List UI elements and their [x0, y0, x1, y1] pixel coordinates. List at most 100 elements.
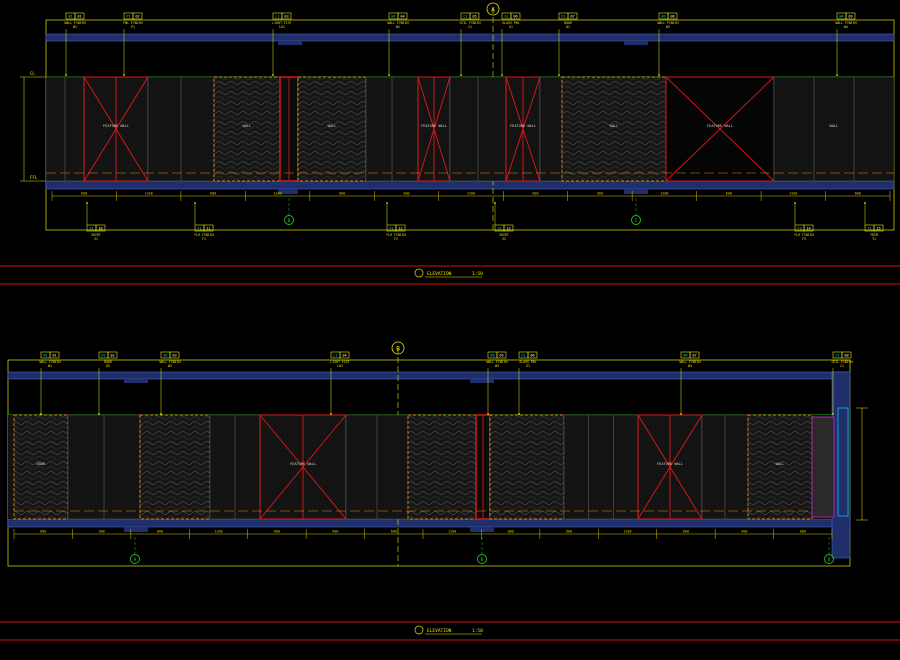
elevation-b-top-tag-8-note: CEIL FINISH: [831, 360, 852, 364]
elevation-a-top-tag-4-ref: 04: [400, 14, 404, 18]
elevation-a-panel-11: [539, 76, 563, 182]
elevation-a-top-tag-8-sub: W3: [666, 25, 670, 29]
elevation-a-top-tag-6-leader-dot: [501, 74, 503, 76]
elevation-a-top-tag-3-ref: 03: [284, 14, 288, 18]
elevation-b-panel-9: [489, 414, 565, 520]
elevation-a-grid-bubble-2: [631, 215, 641, 225]
elevation-b-top-tag-2-note: DOOR: [104, 360, 112, 364]
elevation-b-top-tag-2-code: D2: [101, 353, 105, 357]
elevation-a-top-tag-3-note: LIGHT FIXT: [272, 21, 291, 25]
elevation-a-top-tag-8-ref: 08: [670, 14, 674, 18]
elevation-b-floor-notch-1: [124, 527, 148, 532]
elevation-b-top-tag-6-box-right: [527, 351, 538, 359]
elevation-b-top-tag-2-sub: D2: [106, 364, 110, 368]
elevation-b-dim-value-12: 600: [683, 530, 689, 534]
elevation-a-section-marker-label: A: [491, 7, 495, 14]
elevation-b-top-tag-1-ref: 01: [52, 353, 56, 357]
elevation-b-top-tag-1-code: W1: [43, 353, 47, 357]
elevation-b-dim-value-7: 600: [391, 530, 397, 534]
elevation-b-grid-bubble-3: [824, 554, 834, 564]
elevation-b-top-tag-8-box-right: [841, 351, 852, 359]
elevation-a-top-tag-5-code: C1: [463, 14, 467, 18]
elevation-a-top-tag-5-leader-dot: [460, 74, 462, 76]
elevation-b-top-tag-5-note: WALL FINISH: [486, 360, 507, 364]
elevation-b-top-tag-2-leader-dot: [98, 413, 100, 415]
elevation-b-top-tag-3-leader-dot: [160, 413, 162, 415]
elevation-b-panel-11-label: FEATURE WALL: [657, 462, 683, 466]
elevation-a-top-tag-7-leader-dot: [558, 74, 560, 76]
elevation-a-bottom-tag-5-sub: F3: [802, 237, 806, 241]
elevation-a-dim-value-2: 1200: [145, 192, 153, 196]
elevation-a-panel-14-label: WALL: [830, 124, 839, 128]
elevation-b-top-tag-3-sub: W2: [168, 364, 172, 368]
elevation-a-grid-label-2: C: [635, 218, 638, 224]
elevation-a-top-tag-7-box-right: [567, 12, 578, 20]
elevation-b-top-tag-7-box-right: [689, 351, 700, 359]
elevation-a-top-tag-2-sub: P1: [131, 25, 135, 29]
elevation-b-dim-value-1: 600: [40, 530, 46, 534]
elevation-a-top-tag-2-note: PNL FINISH: [123, 21, 142, 25]
elevation-b-floor-notch-2: [470, 527, 494, 532]
elevation-a-ceiling-slab: [45, 33, 895, 42]
elevation-b-glass-detail: [837, 407, 849, 517]
elevation-b-top-tag-4-code: L1: [333, 353, 337, 357]
elevation-b-top-tag-6-code: G1: [521, 353, 525, 357]
elevation-a-top-tag-8-note: WALL FINISH: [657, 21, 678, 25]
elevation-a-bottom-tag-3-code: F2: [389, 226, 393, 230]
elevation-a-top-tag-5-note: CEIL FINISH: [459, 21, 480, 25]
elevation-b-title-bubble: [414, 625, 424, 635]
elevation-a-top-tag-4-leader-dot: [388, 74, 390, 76]
elevation-a-top-tag-2-leader-dot: [123, 74, 125, 76]
elevation-a-grid-label-1: B: [288, 218, 291, 224]
elevation-a-bottom-tag-2-leader-dot: [194, 202, 196, 204]
elevation-a-title-block: ELEVATION 1:50: [414, 268, 483, 278]
elevation-a-top-tag-8-leader-dot: [658, 74, 660, 76]
elevation-b-top-tag-1-box-right: [49, 351, 60, 359]
elevation-b-dim-value-9: 600: [508, 530, 514, 534]
elevation-a-bottom-tag-6-sub: T1: [872, 237, 876, 241]
elevation-a-scale: 1:50: [472, 271, 483, 277]
elevation-b-section-marker-label: B: [396, 346, 400, 353]
elevation-a-bottom-tag-2-ref: 11: [206, 226, 210, 230]
elevation-b-scale: 1:50: [472, 628, 483, 634]
elevation-a-bottom-tag-4-code: S2: [497, 226, 501, 230]
elevation-b-panel-13-label: WALL: [776, 462, 785, 466]
elevation-a-top-tag-1-box-right: [74, 12, 85, 20]
elevation-b-panel-1-label: DOOR: [37, 462, 46, 466]
elevation-a-bottom-tag-1-ref: 10: [98, 226, 102, 230]
elevation-a-bottom-tag-3-leader-dot: [386, 202, 388, 204]
elevation-b-title-block: ELEVATION 1:50: [414, 625, 483, 635]
elevation-b-grid-bubble-1: [130, 554, 140, 564]
elevation-a-top-tag-8-code: W3: [661, 14, 665, 18]
elevation-b-panel-7: [407, 414, 477, 520]
elevation-b-top-tag-8-leader-dot: [832, 413, 834, 415]
elevation-a-top-tag-5-sub: C1: [468, 25, 472, 29]
elevation-a-top-tag-3-box-right: [281, 12, 292, 20]
elevation-a-level-label-cl: CL: [30, 71, 35, 76]
elevation-a-panel-8-label: FEATURE WALL: [421, 124, 447, 128]
elevation-b-top-tag-8-sub: C1: [840, 364, 844, 368]
elevation-a-panel-4-label: WALL: [243, 124, 252, 128]
elevation-b-section-marker: [391, 341, 405, 355]
elevation-b-panel-3: [139, 414, 211, 520]
elevation-a-dim-value-7: 1200: [467, 192, 475, 196]
elevation-b-grid-bubble-2: [477, 554, 487, 564]
elevation-a-dim-value-12: 1200: [789, 192, 797, 196]
elevation-b-dim-value-13: 900: [741, 530, 747, 534]
elevation-a-top-tag-6-box-right: [510, 12, 521, 20]
elevation-b-top-tag-2-box-right: [107, 351, 118, 359]
elevation-b-top-tag-5-box-right: [496, 351, 507, 359]
elevation-a-top-tag-9-sub: W4: [844, 25, 848, 29]
elevation-b-top-tag-6-ref: 06: [530, 353, 534, 357]
elevation-a-top-tag-6-note: GLASS PNL: [502, 21, 519, 25]
elevation-a-top-tag-8-box-right: [667, 12, 678, 20]
elevation-a-title: ELEVATION: [427, 271, 452, 277]
elevation-b-top-tag-4-note: LIGHT FIXT: [330, 360, 349, 364]
elevation-a-top-tag-1-note: WALL FINISH: [64, 21, 85, 25]
elevation-b-top-tag-6-leader-dot: [518, 413, 520, 415]
elevation-a-top-tag-9-note: WALL FINISH: [835, 21, 856, 25]
elevation-b-top-tag-4-leader-dot: [330, 413, 332, 415]
